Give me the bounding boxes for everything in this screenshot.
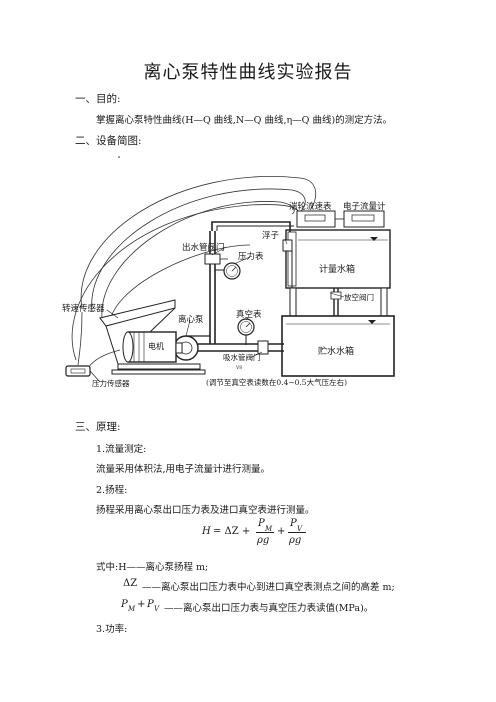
formula-fraction-bar-2 <box>288 532 306 533</box>
sensor-cable-1 <box>80 176 317 310</box>
section-equipment-heading: 二、设备简图: <box>75 135 142 147</box>
pm-pv-description: ——离心泵出口压力表与真空压力表读值(MPa)。 <box>164 603 374 614</box>
reservoir-tank <box>281 315 395 377</box>
label-small-mark: V8 <box>236 366 243 371</box>
pv-symbol: P <box>147 599 154 610</box>
where-label: 式中:H——离心泵扬程 m; <box>96 562 209 573</box>
label-drain-valve: 放空阀门 <box>344 293 374 302</box>
label-electronic-flowmeter: 电子流量计 <box>343 202 386 212</box>
pm-sub: M <box>128 605 136 613</box>
label-speed-sensor: 转速传感器 <box>62 304 105 314</box>
dz-symbol: ΔZ <box>123 578 138 589</box>
flow-text: 流量采用体积法,用电子流量计进行测量。 <box>96 464 271 475</box>
section-principle-heading: 三、原理: <box>75 421 121 433</box>
outlet-valve-shape <box>204 253 221 265</box>
pm-pv-plus: + <box>137 599 146 610</box>
formula-fraction-bar-1 <box>256 532 274 533</box>
formula-plus: + <box>277 526 286 537</box>
dz-description: ——离心泵出口压力表中心到进口真空表测点之间的高差 m; <box>142 582 395 593</box>
label-reservoir: 贮水水箱 <box>318 347 355 357</box>
metering-tank <box>285 229 391 289</box>
formula-num2-sub: V <box>297 525 303 533</box>
formula-eq: = ΔZ + <box>213 526 251 537</box>
page-title: 离心泵特性曲线实验报告 <box>143 62 353 83</box>
purpose-text: 掌握离心泵特性曲线(H—Q 曲线,N—Q 曲线,η—Q 曲线)的测定方法。 <box>96 115 393 126</box>
pm-symbol: P <box>121 599 128 610</box>
label-note: (调节至真空表读数在0.4~0.5大气压左右) <box>206 378 347 387</box>
label-turbine-meter: 湍轮流速表 <box>289 202 332 212</box>
label-motor: 电机 <box>148 342 164 351</box>
formula-num1-sub: M <box>265 525 273 533</box>
formula-num1: P <box>258 518 265 529</box>
label-suction-valve: 吸水管阀门 <box>223 353 261 362</box>
label-outlet-valve: 出水管阀门 <box>182 243 225 253</box>
label-vacuum-gauge: 真空表 <box>236 310 262 320</box>
flow-heading: 1.流量测定: <box>96 444 147 455</box>
head-heading: 2.扬程: <box>96 485 128 496</box>
formula-den2: ρg <box>289 535 302 546</box>
sensor-cable-3 <box>101 201 295 319</box>
label-float: 浮子 <box>262 231 280 241</box>
pv-sub: V <box>154 605 160 613</box>
label-pressure-sensor: 压力传感器 <box>92 379 130 388</box>
formula-num2: P <box>290 518 297 529</box>
formula-lhs: H <box>202 526 211 537</box>
sensor-cable-4 <box>71 204 301 361</box>
label-pump: 离心泵 <box>178 315 204 325</box>
sensor-cable-5 <box>109 244 251 323</box>
label-metering-tank: 计量水箱 <box>319 265 356 275</box>
power-heading: 3.功率: <box>96 624 128 635</box>
formula-den1: ρg <box>257 535 270 546</box>
suction-valve-shape <box>257 340 269 355</box>
section-purpose-heading: 一、目的: <box>75 93 121 105</box>
label-pressure-gauge: 压力表 <box>238 252 264 262</box>
head-text: 扬程采用离心泵出口压力表及进口真空表进行测量。 <box>96 505 315 516</box>
